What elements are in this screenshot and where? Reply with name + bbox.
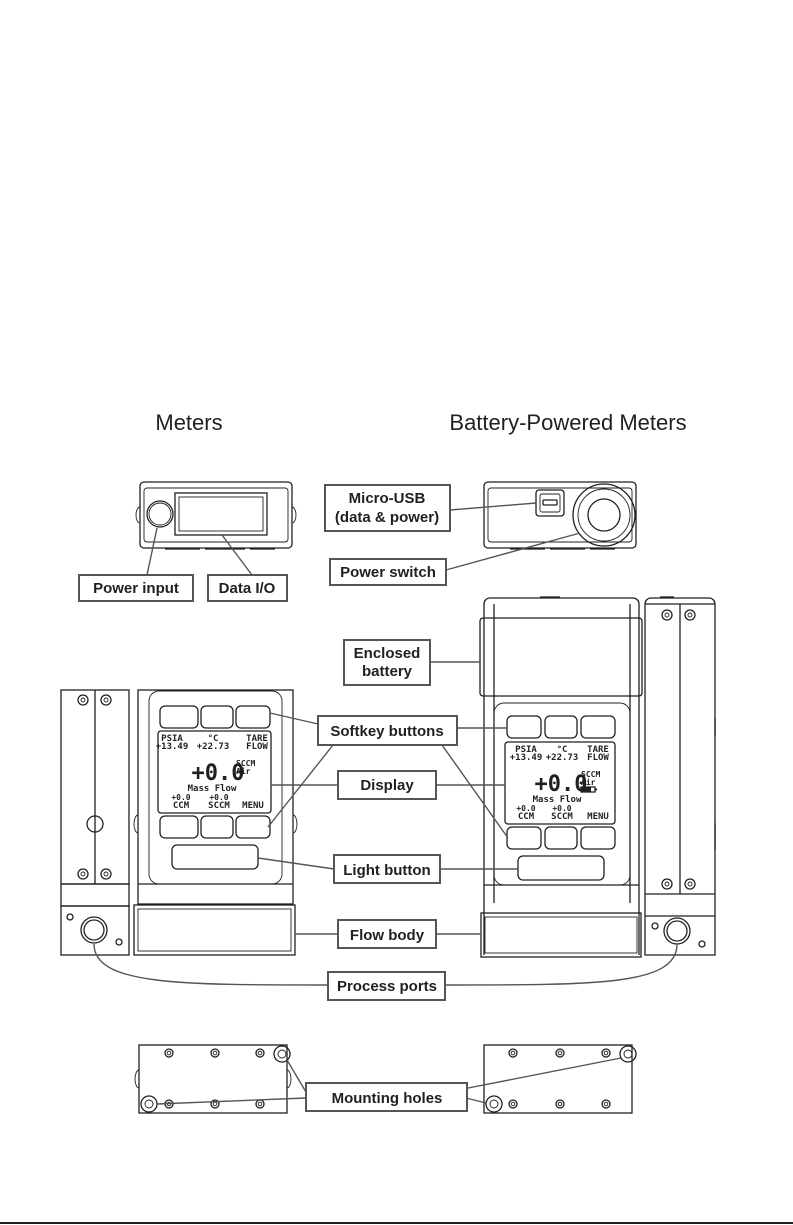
callout-softkey-buttons: Softkey buttons: [267, 712, 509, 839]
softkey-button[interactable]: [544, 715, 578, 739]
battery-meter-side-view: [644, 596, 716, 956]
svg-text:Display: Display: [360, 777, 414, 794]
softkey-button[interactable]: [235, 705, 271, 729]
svg-text:+0.0: +0.0: [209, 793, 228, 802]
softkey-button[interactable]: [580, 715, 616, 739]
meter-front-view: [133, 689, 298, 956]
lcd-contents-left: PSIA +13.49 °C +22.73 TARE FLOW +0.0 SCC…: [156, 734, 269, 811]
light-button[interactable]: [171, 844, 259, 870]
callout-display: Display: [271, 770, 505, 800]
heading-meters: Meters: [155, 410, 222, 435]
battery-meter-bottom-view: [483, 1044, 637, 1114]
softkey-button[interactable]: [200, 705, 234, 729]
callout-data-io: Data I/O: [207, 534, 288, 602]
mounting-hole-icon: [619, 1045, 637, 1063]
svg-text:Flow body: Flow body: [350, 927, 425, 944]
page-bottom-rule: [0, 1222, 793, 1224]
svg-text:Mass Flow: Mass Flow: [188, 784, 237, 794]
callout-power-input: Power input: [78, 527, 194, 602]
svg-text:Power switch: Power switch: [340, 564, 436, 581]
svg-text:TARE: TARE: [246, 734, 268, 744]
callout-power-switch: Power switch: [329, 532, 581, 586]
softkey-button[interactable]: [580, 826, 616, 850]
process-port-left-icon: [80, 916, 108, 944]
svg-text:PSIA: PSIA: [161, 734, 183, 744]
power-input-jack-icon: [146, 500, 174, 528]
svg-text:Enclosed: Enclosed: [354, 645, 421, 662]
mounting-hole-icon: [140, 1095, 158, 1113]
lcd-contents-right: PSIA +13.49 °C +22.73 TARE FLOW +0.0 SCC…: [510, 745, 610, 822]
svg-text:battery: battery: [362, 663, 413, 680]
lcd-main-value: +0.0: [535, 772, 588, 797]
svg-text:CCM: CCM: [518, 812, 535, 822]
softkey-button[interactable]: [506, 826, 542, 850]
svg-text:+0.0: +0.0: [552, 804, 571, 813]
callout-mounting-holes: Mounting holes: [156, 1057, 622, 1112]
svg-text:Air: Air: [581, 777, 596, 787]
flow-body: [133, 904, 296, 956]
svg-text:SCCM: SCCM: [208, 801, 230, 811]
softkey-button[interactable]: [544, 826, 578, 850]
svg-text:Micro-USB: Micro-USB: [349, 490, 426, 507]
lcd-display: [157, 730, 272, 814]
svg-text:SCCM: SCCM: [551, 812, 573, 822]
softkey-button[interactable]: [159, 705, 199, 729]
meter-side-view: [60, 689, 130, 956]
meter-end-view: [135, 481, 297, 550]
meter-bottom-view: [134, 1044, 292, 1114]
svg-text:SCCM: SCCM: [236, 759, 255, 768]
light-button[interactable]: [517, 855, 605, 881]
lcd-display: [504, 741, 616, 825]
svg-text:Softkey buttons: Softkey buttons: [330, 723, 443, 740]
callout-enclosed-battery: Enclosed battery: [343, 639, 480, 686]
heading-battery-powered-meters: Battery-Powered Meters: [449, 410, 686, 435]
softkey-button[interactable]: [159, 815, 199, 839]
power-switch-icon: [572, 483, 636, 547]
svg-text:+0.0: +0.0: [171, 793, 190, 802]
svg-text:MENU: MENU: [587, 812, 609, 822]
softkey-button[interactable]: [200, 815, 234, 839]
svg-text:FLOW: FLOW: [587, 753, 609, 763]
mounting-hole-icon: [485, 1095, 503, 1113]
lcd-main-value: +0.0: [192, 761, 245, 786]
mounting-hole-icon: [273, 1045, 291, 1063]
svg-text:Mounting holes: Mounting holes: [332, 1090, 443, 1107]
battery-level-icon: [580, 786, 597, 793]
svg-text:+13.49: +13.49: [510, 753, 543, 763]
svg-text:TARE: TARE: [587, 745, 609, 755]
battery-meter-front-view: [479, 596, 643, 958]
enclosed-battery: [479, 617, 643, 697]
svg-text:PSIA: PSIA: [515, 745, 537, 755]
callout-process-ports: Process ports: [93, 943, 678, 1001]
process-port-right-icon: [663, 917, 691, 945]
callout-micro-usb: Micro-USB (data & power): [324, 484, 537, 532]
svg-text:+22.73: +22.73: [197, 742, 230, 752]
flow-body: [480, 912, 642, 958]
data-io-connector: [174, 492, 268, 536]
svg-text:°C: °C: [208, 734, 219, 744]
svg-text:MENU: MENU: [242, 801, 264, 811]
svg-text:Power input: Power input: [93, 580, 179, 597]
svg-text:+13.49: +13.49: [156, 742, 189, 752]
svg-text:(data & power): (data & power): [335, 509, 439, 526]
svg-text:°C: °C: [557, 745, 568, 755]
svg-text:SCCM: SCCM: [581, 770, 600, 779]
softkey-button[interactable]: [235, 815, 271, 839]
svg-text:Data I/O: Data I/O: [219, 580, 276, 597]
callout-light-button: Light button: [257, 854, 518, 884]
svg-text:+22.73: +22.73: [546, 753, 579, 763]
svg-text:FLOW: FLOW: [246, 742, 268, 752]
softkey-button[interactable]: [506, 715, 542, 739]
svg-text:Light button: Light button: [343, 862, 430, 879]
svg-text:Process ports: Process ports: [337, 978, 437, 995]
svg-text:+0.0: +0.0: [516, 804, 535, 813]
svg-text:Mass Flow: Mass Flow: [533, 795, 582, 805]
svg-text:Air: Air: [236, 766, 251, 776]
callout-flow-body: Flow body: [295, 919, 481, 949]
svg-text:CCM: CCM: [173, 801, 190, 811]
